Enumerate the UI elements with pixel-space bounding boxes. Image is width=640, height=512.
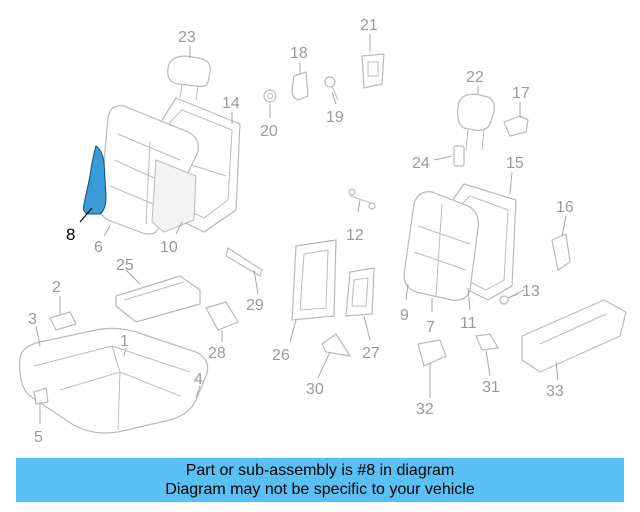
callout-11: 11 bbox=[460, 315, 477, 332]
banner-line-1: Part or sub-assembly is #8 in diagram bbox=[185, 462, 455, 479]
part-26-frame bbox=[291, 239, 337, 321]
part-30-bracket bbox=[321, 333, 352, 357]
part-8-leader bbox=[79, 207, 93, 223]
callout-22: 22 bbox=[466, 69, 484, 86]
part-19-bolt bbox=[324, 76, 339, 101]
part-7-front-seatback bbox=[403, 191, 479, 301]
callout-labels: 1 2 3 4 5 6 7 8 9 10 11 12 13 14 15 16 1… bbox=[28, 17, 574, 446]
part-13-screw bbox=[499, 293, 519, 305]
callout-33: 33 bbox=[546, 383, 564, 400]
parts-diagram: 1 2 3 4 5 6 7 8 9 10 11 12 13 14 15 16 1… bbox=[19, 17, 627, 446]
banner-line-2: Diagram may not be specific to your vehi… bbox=[165, 481, 475, 498]
callout-8: 8 bbox=[66, 225, 75, 244]
callout-7: 7 bbox=[426, 319, 435, 336]
callout-27: 27 bbox=[362, 345, 380, 362]
callout-16: 16 bbox=[556, 199, 574, 216]
part-20-clip bbox=[263, 89, 277, 103]
callout-20: 20 bbox=[260, 123, 278, 140]
part-21-latch-cover bbox=[361, 53, 385, 89]
part-27-panel bbox=[345, 267, 375, 317]
callout-21: 21 bbox=[360, 17, 378, 34]
part-25-pad bbox=[115, 275, 201, 323]
callout-13: 13 bbox=[522, 283, 540, 300]
part-33-side-panel bbox=[521, 299, 627, 373]
part-18-bracket bbox=[291, 71, 309, 101]
callout-26: 26 bbox=[272, 347, 290, 364]
callout-10: 10 bbox=[160, 239, 178, 256]
part-32-hinge bbox=[417, 339, 447, 367]
part-31-bracket bbox=[475, 333, 499, 351]
callout-17: 17 bbox=[512, 85, 530, 102]
callout-14: 14 bbox=[222, 95, 240, 112]
callout-9: 9 bbox=[400, 307, 409, 324]
leader-lines bbox=[35, 34, 567, 424]
part-10-inner-frame bbox=[151, 159, 197, 233]
part-28-cover bbox=[205, 301, 239, 331]
callout-28: 28 bbox=[208, 345, 226, 362]
callout-15: 15 bbox=[506, 155, 524, 172]
part-12-bolt bbox=[348, 188, 376, 210]
callout-29: 29 bbox=[246, 297, 264, 314]
part-29-strip bbox=[225, 247, 263, 277]
callout-2: 2 bbox=[52, 279, 61, 296]
part-16-bracket bbox=[551, 233, 571, 271]
callout-3: 3 bbox=[28, 311, 37, 328]
callout-19: 19 bbox=[326, 109, 344, 126]
callout-32: 32 bbox=[416, 401, 434, 418]
part-8-side-bolster bbox=[83, 145, 107, 215]
callout-23: 23 bbox=[178, 29, 196, 46]
callout-6: 6 bbox=[94, 239, 103, 256]
callout-18: 18 bbox=[290, 45, 308, 62]
part-23-headrest bbox=[167, 55, 211, 101]
part-24-bushing bbox=[453, 145, 465, 167]
callout-31: 31 bbox=[482, 379, 500, 396]
part-17-headrest-guide bbox=[503, 115, 529, 137]
callout-1: 1 bbox=[120, 333, 129, 350]
callout-4: 4 bbox=[194, 371, 203, 388]
part-1-seat-cushion bbox=[19, 327, 209, 434]
callout-24: 24 bbox=[412, 155, 430, 172]
callout-5: 5 bbox=[34, 429, 43, 446]
callout-12: 12 bbox=[346, 227, 364, 244]
callout-25: 25 bbox=[116, 257, 134, 274]
part-22-headrest bbox=[457, 93, 495, 151]
part-5-bracket bbox=[33, 387, 49, 405]
info-banner: Part or sub-assembly is #8 in diagram Di… bbox=[16, 458, 624, 502]
part-2-clip bbox=[49, 311, 77, 331]
callout-30: 30 bbox=[306, 381, 324, 398]
